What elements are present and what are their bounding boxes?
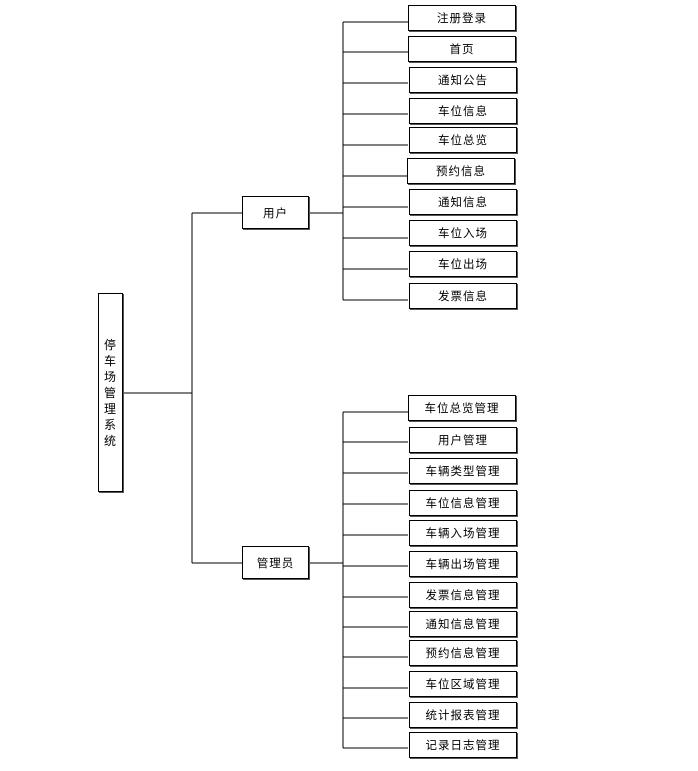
leaf-node: 预约信息 xyxy=(407,158,515,184)
group-node-admin: 管理员 xyxy=(242,546,309,579)
leaf-node: 首页 xyxy=(408,36,516,62)
root-node: 停车场管理系统 xyxy=(98,293,123,492)
leaf-node: 车位出场 xyxy=(409,251,517,277)
leaf-node: 车辆出场管理 xyxy=(409,551,517,577)
leaf-node: 用户管理 xyxy=(409,427,517,453)
leaf-node: 通知信息 xyxy=(409,189,517,215)
root-label-char: 停 xyxy=(103,337,117,352)
leaf-node: 车位信息管理 xyxy=(409,490,517,516)
group-node-user: 用户 xyxy=(242,196,309,229)
root-label-char: 车 xyxy=(103,353,117,368)
root-label-char: 统 xyxy=(103,433,117,448)
leaf-node: 车辆类型管理 xyxy=(409,458,517,484)
leaf-node: 车位总览管理 xyxy=(408,395,516,421)
leaf-node: 通知信息管理 xyxy=(409,611,517,637)
leaf-node: 车位信息 xyxy=(409,98,517,124)
leaf-node: 发票信息 xyxy=(409,283,517,309)
leaf-node: 通知公告 xyxy=(409,67,517,93)
leaf-node: 车位区域管理 xyxy=(409,671,517,697)
leaf-node: 车位总览 xyxy=(409,127,517,153)
leaf-node: 记录日志管理 xyxy=(409,732,517,758)
leaf-node: 预约信息管理 xyxy=(409,640,517,666)
leaf-node: 注册登录 xyxy=(408,5,516,31)
root-label-char: 系 xyxy=(103,417,117,432)
root-label-char: 理 xyxy=(103,401,117,416)
leaf-node: 车辆入场管理 xyxy=(409,520,517,546)
leaf-node: 发票信息管理 xyxy=(409,582,517,608)
root-label-char: 场 xyxy=(103,369,117,384)
root-label-char: 管 xyxy=(103,385,117,400)
leaf-node: 车位入场 xyxy=(409,220,517,246)
leaf-node: 统计报表管理 xyxy=(409,702,517,728)
